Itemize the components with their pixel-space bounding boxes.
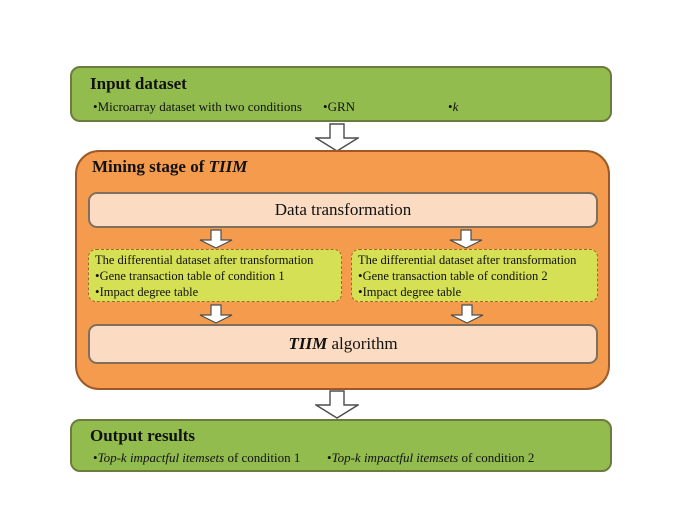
data-transformation-label: Data transformation [274,200,412,219]
differential-dataset-heading: The differential dataset after transform… [358,253,577,267]
mining-stage-title-prefix: Mining stage of [92,157,209,176]
impact-degree-table-item: •Impact degree table [95,284,199,299]
output-item-condition-2: •Top-k impactful itemsets of condition 2 [327,450,535,465]
bullet-icon: • [448,99,453,114]
output-results-title: Output results [90,426,196,445]
input-item-k: •k [448,99,458,115]
tiim-algorithm-box: TIIM algorithm [88,324,598,364]
bullet-icon: • [93,450,98,465]
input-item-grn: •GRN [323,99,355,115]
down-arrow-icon [315,123,359,152]
bullet-icon: • [323,99,328,114]
bullet-icon: • [95,284,100,299]
down-arrow-icon [450,304,484,324]
gene-transaction-table-item: •Gene transaction table of condition 2 [358,268,548,283]
output-item-condition-1: •Top-k impactful itemsets of condition 1 [93,450,301,465]
tiim-algorithm-label: TIIM algorithm [288,334,397,354]
input-dataset-title: Input dataset [90,74,187,93]
tiim-algorithm-emphasis: TIIM [288,334,328,353]
input-item-k-label: k [452,99,459,114]
down-arrow-icon [199,229,233,249]
differential-dataset-heading: The differential dataset after transform… [95,253,314,267]
bullet-icon: • [327,450,332,465]
input-item-grn-label: GRN [327,99,356,114]
bullet-icon: • [95,268,100,283]
bullet-icon: • [358,268,363,283]
bullet-icon: • [358,284,363,299]
input-dataset-box: Input dataset •Microarray dataset with t… [70,66,612,122]
down-arrow-icon [449,229,483,249]
input-item-microarray-label: Microarray dataset with two conditions [97,99,302,114]
down-arrow-icon [315,390,359,419]
bullet-icon: • [93,99,98,114]
mining-stage-title-tiim: TIIM [208,157,248,176]
impact-degree-table-item: •Impact degree table [358,284,462,299]
down-arrow-icon [199,304,233,324]
differential-dataset-box-condition-2: The differential dataset after transform… [351,249,598,302]
tiim-algorithm-suffix: algorithm [327,334,398,353]
input-item-microarray: •Microarray dataset with two conditions [93,99,302,115]
output-results-box: Output results •Top-k impactful itemsets… [70,419,612,472]
data-transformation-box: Data transformation [88,192,598,228]
mining-stage-title: Mining stage of TIIM [92,157,247,177]
differential-dataset-box-condition-1: The differential dataset after transform… [88,249,342,302]
gene-transaction-table-item: •Gene transaction table of condition 1 [95,268,285,283]
